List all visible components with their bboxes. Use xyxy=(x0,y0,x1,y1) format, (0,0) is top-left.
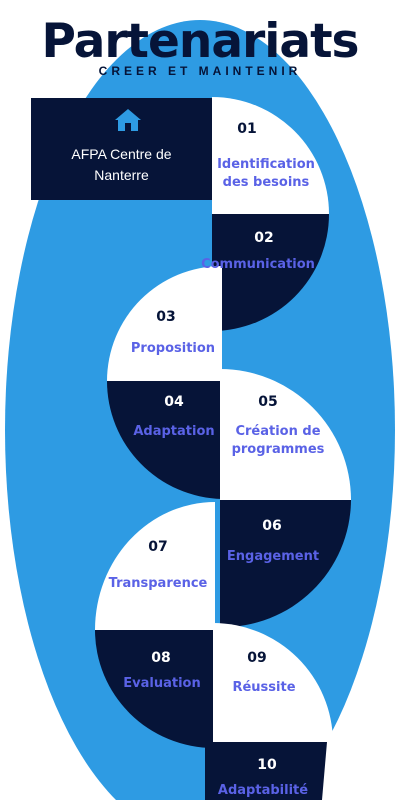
step-02-number: 02 xyxy=(254,230,274,246)
step-08-number: 08 xyxy=(151,650,171,666)
step-05-number: 05 xyxy=(258,394,278,410)
step-02-label: Communication xyxy=(201,257,315,272)
step-03-label: Proposition xyxy=(130,341,216,356)
page-title: Partenariats xyxy=(41,14,359,69)
step-01-label: Identification des besoins xyxy=(217,157,315,190)
page-subtitle: CREER ET MAINTENIR xyxy=(98,64,302,78)
segment-08 xyxy=(95,630,214,748)
segment-07 xyxy=(95,502,215,630)
step-03-number: 03 xyxy=(156,309,176,325)
step-10-label: Adaptabilité xyxy=(217,783,309,798)
organization-box: AFPA Centre de Nanterre xyxy=(31,98,212,200)
step-04-label: Adaptation xyxy=(133,424,215,439)
segment-06 xyxy=(220,500,351,628)
segment-03 xyxy=(107,266,222,381)
step-05-label: Création de programmes xyxy=(231,424,325,457)
step-09-number: 09 xyxy=(247,650,267,666)
segment-05 xyxy=(220,369,351,500)
segment-04 xyxy=(107,381,222,499)
home-icon xyxy=(113,107,143,138)
step-06-label: Engagement xyxy=(226,549,320,564)
step-01-number: 01 xyxy=(237,121,257,137)
segment-09 xyxy=(213,623,333,742)
step-08-label: Evaluation xyxy=(123,676,201,691)
step-07-number: 07 xyxy=(148,539,168,555)
organization-name: AFPA Centre de Nanterre xyxy=(71,146,172,183)
step-07-label: Transparence xyxy=(108,576,208,591)
step-09-label: Réussite xyxy=(232,680,296,695)
step-04-number: 04 xyxy=(164,394,184,410)
step-10-number: 10 xyxy=(257,757,277,773)
segment-10 xyxy=(205,742,327,800)
segment-01 xyxy=(212,97,329,214)
step-06-number: 06 xyxy=(262,518,282,534)
segment-02 xyxy=(212,214,329,331)
